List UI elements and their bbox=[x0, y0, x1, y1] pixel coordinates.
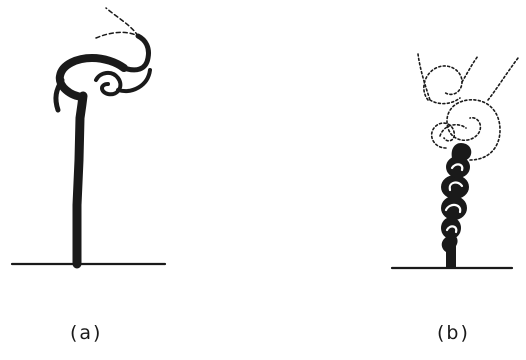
dashed-wisp-a2 bbox=[106, 8, 138, 36]
panel-a-label: (a) bbox=[70, 322, 102, 344]
plume-head-tip-a bbox=[56, 80, 62, 110]
plume-head-right-a bbox=[124, 36, 149, 70]
dotted-arm-left-b bbox=[418, 54, 430, 100]
panel-b bbox=[392, 54, 518, 268]
dashed-wisp-a1 bbox=[96, 32, 138, 38]
plume-head-back-a bbox=[118, 70, 150, 91]
dotted-arm-center-b bbox=[430, 98, 460, 104]
dotted-arm-top-b bbox=[462, 56, 478, 82]
panel-a bbox=[12, 8, 165, 264]
dotted-arm-right-b bbox=[488, 58, 518, 100]
vortex-ring-small-b bbox=[432, 123, 455, 148]
plume-head-arm-a bbox=[60, 58, 124, 97]
plume-stem-a bbox=[77, 96, 83, 264]
panel-b-label: (b) bbox=[437, 322, 470, 344]
vortex-ring-upper-left-b bbox=[424, 66, 462, 100]
dotted-arm-inner-b bbox=[440, 125, 466, 136]
dotted-vortices-b bbox=[418, 54, 518, 160]
